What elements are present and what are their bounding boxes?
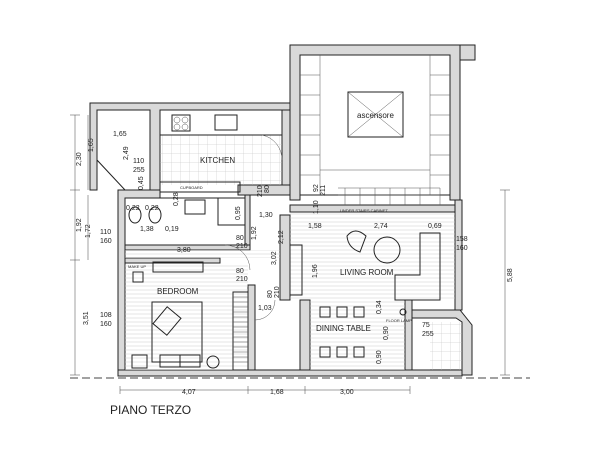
bedroom-label: BEDROOM [157,287,199,296]
dimension-label: 210 [236,276,248,283]
dimension-label: 1,65 [113,131,127,138]
dimension-label: 158 [456,236,468,243]
bed-icon [151,301,203,363]
living-room-label: LIVING ROOM [340,268,394,277]
dim-bottom-1: 4,07 [182,389,196,396]
dimension-label: 0,95 [235,206,242,220]
balcony [411,309,473,376]
inner-dimensions: 1,65 2,49 110 255 0,45 0,22 0,22 1,38 0,… [100,131,468,364]
stair-core [289,44,476,201]
dimension-label: 0,90 [383,326,390,340]
dimension-label: 1,10 [313,200,320,214]
kitchen-door-swing [261,134,283,161]
floor-lamp-label: FLOOR LAMP [386,318,412,323]
dimension-label: 80 [236,268,244,275]
under-stairs-cabinet [338,187,441,205]
under-stairs-label: UNDER STAIRS CABINET [340,208,388,213]
dim-left-2: 1,65 [88,138,95,152]
dimension-label: 160 [456,245,468,252]
door-swing [224,244,251,271]
living-floor [290,212,455,300]
dim-bottom-2: 1,68 [270,389,284,396]
dim-left-5: 3,51 [83,311,90,325]
dimension-label: 75 [422,322,430,329]
dimension-label: 0,45 [138,176,145,190]
dimension-label: 210 [236,243,248,250]
coffee-table-icon [373,236,401,264]
dimension-label: 1,38 [140,226,154,233]
dim-left-4: 1,72 [85,224,92,238]
dim-bottom-3: 3,00 [340,389,354,396]
dimension-label: 0,22 [126,205,140,212]
dimension-label: 0,34 [376,300,383,314]
dim-left-1: 2,30 [76,152,83,166]
dimension-label: 80 [267,290,274,298]
dimension-label: 1,03 [258,305,272,312]
dimension-label: 2,12 [278,230,285,244]
dimension-label: 1,96 [312,264,319,278]
dim-right: 5,88 [507,268,514,282]
dining-table-label: DINING TABLE [316,324,371,333]
armchair-icon [346,230,367,253]
make-up-desk [152,261,204,273]
dim-left-3: 1,92 [76,218,83,232]
washbasin-icon [184,199,206,215]
dimension-label: 160 [100,321,112,328]
dimension-label: 0,69 [428,223,442,230]
dimension-label: 0,19 [165,226,179,233]
elevator-label: ascensore [357,111,394,120]
dimension-label: 211 [320,185,327,196]
kitchen-label: KITCHEN [200,156,235,165]
cupboard-label: CUPBOARD [180,185,203,190]
bidet-icon [148,206,162,224]
dimension-label: 0,28 [173,192,180,206]
bedroom-floor [125,263,248,370]
kitchen-floor [160,135,282,185]
dimension-label: 3,80 [177,247,191,254]
dimension-label: 210 [257,185,264,197]
dimension-label: 1,30 [259,212,273,219]
plan-title: PIANO TERZO [110,403,191,417]
dimension-label: 80 [264,185,271,193]
cooktop-icon [171,114,191,132]
dimension-label: 255 [422,331,434,338]
elevator-shaft [347,91,404,138]
dimension-label: 255 [133,167,145,174]
dimension-label: 2,74 [374,223,388,230]
shower-icon [217,197,246,226]
dimension-label: 80 [236,235,244,242]
dimension-label: 1,92 [251,226,258,240]
wardrobe [232,291,249,371]
dimension-label: 160 [100,238,112,245]
dimension-label: 92 [313,184,320,192]
storage-room [96,109,151,191]
dimension-label: 110 [100,229,111,236]
dimension-label: 210 [274,286,281,298]
dimension-label: 2,49 [123,146,130,160]
sink-icon [214,114,238,131]
dimension-label: 0,22 [145,205,159,212]
cupboard [159,181,241,193]
tv-unit [289,244,303,296]
dimension-label: 110 [133,158,144,165]
dimension-label: 108 [100,312,112,319]
dimension-label: 1,58 [308,223,322,230]
toilet-icon [128,206,142,224]
kitchen-counter [159,109,283,136]
make-up-label: MAKE UP [128,264,146,269]
dimension-label: 3,02 [271,251,278,265]
floor-lamp-icon [399,308,407,316]
dimension-label: 0,90 [376,350,383,364]
